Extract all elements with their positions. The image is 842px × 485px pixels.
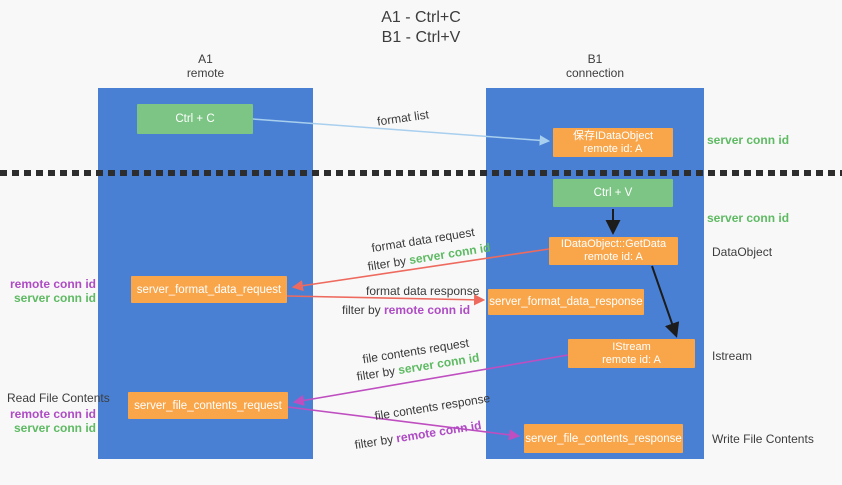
node-save-idataobject-line2: remote id: A — [583, 142, 643, 155]
node-save-idataobject-line1: 保存IDataObject — [572, 129, 654, 142]
node-ctrl-v: Ctrl + V — [553, 179, 673, 207]
node-file-request-label: server_file_contents_request — [134, 399, 282, 412]
label-format-data-response: format data response — [366, 284, 480, 298]
lane-a1-name: A1 — [198, 52, 213, 66]
annotation-server-conn-id-mid: server conn id — [707, 211, 790, 225]
filter-by-text-1: filter by — [366, 253, 411, 274]
annotation-remote-conn-id-bottom: remote conn id — [9, 407, 96, 421]
node-getdata-line2: remote id: A — [584, 251, 643, 263]
annotation-istream: Istream — [712, 349, 753, 363]
annotation-dataobject: DataObject — [712, 245, 773, 259]
label-format-list: format list — [376, 107, 430, 129]
lane-a1-subtitle: remote — [186, 66, 225, 80]
lane-b1-name: B1 — [587, 52, 603, 66]
node-save-idataobject: 保存IDataObject remote id: A — [553, 128, 673, 157]
diagram-title: A1 - Ctrl+C B1 - Ctrl+V — [0, 8, 842, 48]
node-istream-line2: remote id: A — [602, 353, 661, 366]
label-filter-by-remote-conn-id-2: filter by remote conn id — [354, 418, 483, 452]
node-istream-line1: IStream — [612, 340, 651, 353]
lane-header-a1: A1 remote — [98, 52, 313, 80]
filter-by-text-4: filter by — [353, 431, 398, 452]
filter-by-text-2: filter by — [342, 303, 385, 317]
annotation-server-conn-id-left-top: server conn id — [13, 291, 96, 305]
remote-conn-id-text-2: remote conn id — [395, 418, 483, 446]
annotation-remote-conn-id-top: remote conn id — [9, 277, 96, 291]
node-ctrl-v-label: Ctrl + V — [593, 187, 633, 199]
node-format-response-label: server_format_data_response — [489, 296, 643, 308]
annotation-read-file-contents: Read File Contents — [7, 391, 110, 405]
node-format-request-label: server_format_data_request — [136, 283, 282, 296]
remote-conn-id-text-1: remote conn id — [384, 303, 471, 317]
annotation-left-conn-ids-top: remote conn id server conn id — [0, 277, 96, 305]
lane-b1-subtitle: connection — [565, 66, 625, 80]
node-getdata-line1: IDataObject::GetData — [560, 238, 667, 250]
node-server-format-data-request: server_format_data_request — [131, 276, 287, 303]
node-server-format-data-response: server_format_data_response — [488, 289, 644, 315]
annotation-write-file-contents: Write File Contents — [712, 432, 814, 446]
label-filter-by-remote-conn-id-1: filter by remote conn id — [342, 303, 470, 317]
lane-header-b1: B1 connection — [486, 52, 704, 80]
annotation-server-conn-id-top: server conn id — [707, 133, 790, 147]
node-server-file-contents-response: server_file_contents_response — [524, 424, 683, 453]
node-istream: IStream remote id: A — [568, 339, 695, 368]
annotation-left-conn-ids-bottom: remote conn id server conn id — [0, 407, 96, 435]
annotation-server-conn-id-left-bottom: server conn id — [13, 421, 96, 435]
node-server-file-contents-request: server_file_contents_request — [128, 392, 288, 419]
dotted-separator-line — [0, 170, 842, 176]
title-line-2: B1 - Ctrl+V — [381, 29, 461, 46]
node-ctrl-c-label: Ctrl + C — [175, 113, 215, 125]
filter-by-text-3: filter by — [355, 363, 400, 384]
node-idataobject-getdata: IDataObject::GetData remote id: A — [549, 237, 678, 265]
node-ctrl-c: Ctrl + C — [137, 104, 253, 134]
title-line-1: A1 - Ctrl+C — [381, 9, 461, 26]
node-file-response-label: server_file_contents_response — [525, 432, 682, 445]
